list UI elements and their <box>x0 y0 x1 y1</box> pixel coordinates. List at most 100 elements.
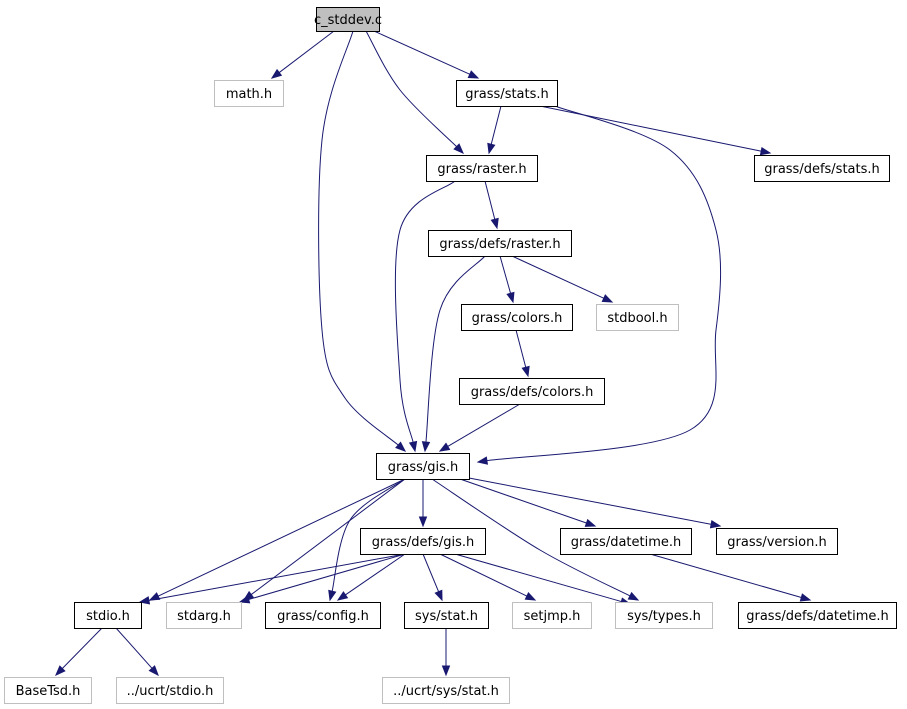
node-box <box>4 677 92 704</box>
edge-c_stddev_c-to-grass_gis_h <box>318 30 407 452</box>
node-stdarg-h: stdarg.h <box>166 602 242 629</box>
node-box <box>615 602 713 629</box>
node-grass-config-h[interactable]: grass/config.h <box>265 602 381 629</box>
edge-grass_gis_h-to-grass_version_h <box>468 477 722 529</box>
node-label: grass/version.h <box>727 535 826 550</box>
arrowhead-icon <box>521 365 530 378</box>
arrowhead-icon <box>434 589 443 602</box>
arrowhead-icon <box>799 593 812 602</box>
edge-line <box>439 553 529 597</box>
edge-stdio_h-to-basetsd_h <box>55 627 103 676</box>
node-grass-stats-h[interactable]: grass/stats.h <box>456 80 558 107</box>
node-box <box>116 677 224 704</box>
edge-line <box>425 255 486 444</box>
node-math-h: math.h <box>214 80 284 107</box>
edge-line <box>511 255 605 300</box>
node-label: sys/stat.h <box>415 609 478 624</box>
node-box <box>376 453 470 480</box>
node-box <box>360 528 486 555</box>
arrowhead-icon <box>148 665 159 677</box>
node-box <box>428 230 572 257</box>
node-stdio-h[interactable]: stdio.h <box>74 602 142 629</box>
edge-grass_gis_h-to-sys_types_h <box>431 478 640 601</box>
arrowhead-icon <box>601 294 614 303</box>
node-grass-defs-raster-h[interactable]: grass/defs/raster.h <box>428 230 572 257</box>
arrowhead-icon <box>584 518 597 527</box>
arrowhead-icon <box>238 595 251 604</box>
edge-grass_defs_gis_h-to-stdarg_h <box>238 553 406 604</box>
node-grass-colors-h[interactable]: grass/colors.h <box>461 304 573 331</box>
node-box <box>461 304 573 331</box>
arrowhead-icon <box>453 143 464 154</box>
node-basetsd-h: BaseTsd.h <box>4 677 92 704</box>
node-box <box>166 602 242 629</box>
node-grass-datetime-h[interactable]: grass/datetime.h <box>560 528 692 555</box>
node-sys-types-h: sys/types.h <box>615 602 713 629</box>
node-box <box>404 602 489 629</box>
edge-c_stddev_c-to-math_h <box>270 30 335 79</box>
node-grass-defs-datetime-h[interactable]: grass/defs/datetime.h <box>738 602 897 629</box>
edge-line <box>331 478 406 593</box>
arrowhead-icon <box>487 142 496 155</box>
node-box <box>316 7 380 32</box>
node-grass-raster-h[interactable]: grass/raster.h <box>426 155 538 182</box>
node-box <box>560 528 692 555</box>
node-grass-defs-stats-h[interactable]: grass/defs/stats.h <box>754 155 890 182</box>
edge-line <box>373 30 471 76</box>
node-ucrt-sys-stat-h: ../ucrt/sys/stat.h <box>382 677 510 704</box>
node-box <box>754 155 890 182</box>
node-sys-stat-h[interactable]: sys/stat.h <box>404 602 489 629</box>
node-label: grass/defs/raster.h <box>439 237 560 252</box>
edges-layer <box>55 30 812 677</box>
node-label: ../ucrt/sys/stat.h <box>393 684 499 699</box>
arrowhead-icon <box>421 441 431 453</box>
node-grass-version-h[interactable]: grass/version.h <box>716 528 838 555</box>
node-label: BaseTsd.h <box>16 684 81 699</box>
edge-sys_stat_h-to-ucrt_sys_stat_h <box>441 628 451 677</box>
node-label: setjmp.h <box>524 609 581 624</box>
node-label: sys/types.h <box>627 609 701 624</box>
edge-grass_defs_gis_h-to-sys_stat_h <box>422 553 443 602</box>
arrowhead-icon <box>336 591 349 601</box>
node-label: grass/config.h <box>277 609 369 624</box>
node-label: grass/datetime.h <box>571 535 682 550</box>
node-box <box>74 602 142 629</box>
edge-grass_colors_h-to-grass_defs_colors_h <box>515 329 530 378</box>
edge-line <box>459 478 588 524</box>
node-label: stdio.h <box>86 609 130 624</box>
node-box <box>426 155 538 182</box>
edge-grass_defs_colors_h-to-grass_gis_h <box>438 403 521 452</box>
edge-grass_datetime_h-to-grass_defs_datetime_h <box>649 553 812 602</box>
edge-line <box>539 105 763 152</box>
node-grass-gis-h[interactable]: grass/gis.h <box>376 453 470 480</box>
node-label: stdbool.h <box>607 311 667 326</box>
arrowhead-icon <box>524 592 537 601</box>
arrowhead-icon <box>395 441 407 452</box>
edge-line <box>278 30 335 74</box>
arrowhead-icon <box>138 596 151 605</box>
node-label: grass/stats.h <box>465 87 549 102</box>
node-grass-defs-colors-h[interactable]: grass/defs/colors.h <box>459 378 605 405</box>
edge-c_stddev_c-to-grass_stats_h <box>373 30 480 79</box>
edge-grass_defs_gis_h-to-sys_types_h <box>454 553 632 606</box>
edge-grass_defs_gis_h-to-grass_config_h <box>336 553 406 601</box>
edge-line <box>490 105 502 146</box>
edge-line <box>454 553 623 603</box>
node-box <box>265 602 381 629</box>
edge-line <box>485 105 722 462</box>
node-c-stddev-c[interactable]: c_stddev.c <box>314 7 382 32</box>
arrowhead-icon <box>55 665 66 676</box>
arrowhead-icon <box>627 591 640 601</box>
node-label: grass/defs/datetime.h <box>746 609 889 624</box>
arrowhead-icon <box>759 146 772 156</box>
node-box <box>459 378 605 405</box>
node-label: grass/raster.h <box>437 162 526 177</box>
edge-line <box>499 255 512 295</box>
edge-line <box>365 30 458 148</box>
arrowhead-icon <box>328 589 337 602</box>
node-label: grass/colors.h <box>472 311 563 326</box>
node-grass-defs-gis-h[interactable]: grass/defs/gis.h <box>360 528 486 555</box>
node-setjmp-h: setjmp.h <box>512 602 592 629</box>
arrowhead-icon <box>418 516 428 528</box>
